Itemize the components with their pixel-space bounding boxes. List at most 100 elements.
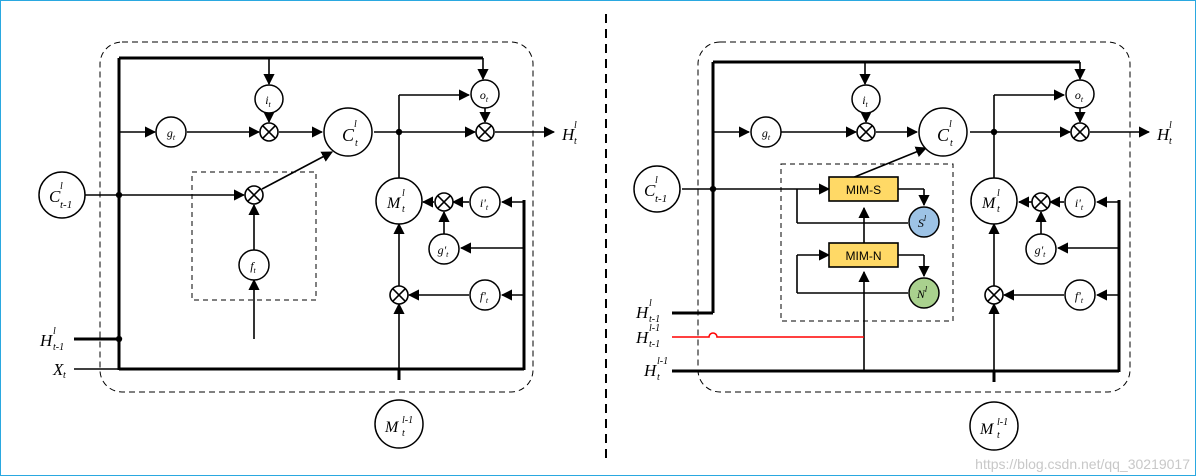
svg-text:l-1: l-1	[657, 356, 668, 367]
svg-text:t-1: t-1	[649, 339, 660, 350]
right-mim-region	[780, 163, 954, 322]
right-hidden-lower-label: H l-1 t	[643, 356, 668, 383]
svg-text:t-1: t-1	[649, 314, 660, 325]
svg-text:t: t	[355, 138, 358, 149]
left-f2-gate-node	[469, 279, 501, 311]
left-o-gate-label: ot	[480, 88, 489, 104]
svg-text:l: l	[649, 298, 652, 309]
left-g-gate-label: gt	[167, 126, 176, 142]
svg-text:l: l	[997, 188, 1000, 199]
svg-text:l: l	[949, 119, 952, 130]
right-memory-prev-node	[969, 401, 1019, 451]
state-s-label: Sl	[918, 214, 927, 230]
left-i-gate-label: it	[265, 93, 271, 109]
right-g2-gate-label: g't	[1035, 243, 1047, 259]
svg-text:l-1: l-1	[402, 415, 413, 426]
left-g-gate-node	[155, 116, 187, 148]
left-f2-gate-label: f't	[480, 289, 489, 305]
svg-text:C: C	[49, 187, 61, 206]
right-memory-label: M l t	[981, 188, 1000, 215]
svg-text:t: t	[1169, 136, 1172, 147]
svg-text:l: l	[354, 119, 357, 130]
right-hidden-prev-lower-label: H l-1 t-1	[635, 323, 660, 350]
right-i-gate-node	[851, 84, 881, 114]
svg-text:C: C	[342, 125, 355, 145]
right-g-gate-label: gt	[762, 126, 771, 142]
svg-text:t: t	[997, 430, 1000, 441]
left-cell-node	[323, 107, 373, 157]
svg-text:l: l	[60, 181, 63, 192]
left-cell-prev-node	[38, 171, 86, 219]
svg-text:l: l	[1169, 120, 1172, 131]
left-x-input-label: X t	[52, 360, 66, 381]
svg-text:l-1: l-1	[997, 417, 1008, 428]
left-memory-prev-node	[374, 399, 424, 449]
right-memory-node	[970, 177, 1018, 225]
left-output-label: H l t	[561, 120, 577, 147]
right-i-gate-label: it	[862, 93, 868, 109]
right-o-gate-label: ot	[1075, 88, 1084, 104]
right-f2-gate-label: f't	[1075, 289, 1084, 305]
left-cell-label: C l t	[342, 119, 358, 149]
svg-text:t-1: t-1	[53, 342, 64, 353]
left-g2-gate-label: g't	[438, 243, 450, 259]
svg-text:l: l	[574, 120, 577, 131]
right-multiply-ops	[856, 122, 1090, 305]
right-f2-gate-node	[1064, 279, 1096, 311]
svg-text:C: C	[937, 125, 950, 145]
left-o-gate-node	[470, 79, 500, 109]
mim-n-label: MIM-N	[846, 249, 882, 263]
right-cell-prev-node	[633, 165, 681, 213]
right-hidden-prev-lower-line	[672, 332, 864, 338]
svg-text:l: l	[53, 326, 56, 337]
right-g-gate-node	[750, 116, 782, 148]
right-cell-node	[918, 107, 968, 157]
svg-text:H: H	[643, 361, 658, 380]
svg-text:H: H	[561, 125, 576, 144]
left-f-gate-label: ft	[250, 259, 256, 275]
mim-s-label: MIM-S	[846, 183, 881, 197]
mim-n-block	[828, 242, 899, 268]
left-cell-prev-label: C l t-1	[49, 181, 72, 211]
right-hidden-prev-label: H l t-1	[635, 298, 660, 325]
svg-text:H: H	[39, 331, 54, 350]
right-o-gate-node	[1065, 79, 1095, 109]
svg-text:H: H	[1156, 125, 1171, 144]
right-i2-gate-label: i't	[1075, 196, 1084, 212]
left-panel: gt it ft ot i't g't f't C l t M l t M l-…	[38, 41, 577, 449]
right-cell-label: C l t	[937, 119, 953, 149]
watermark: https://blog.csdn.net/qq_30219017	[975, 456, 1190, 472]
state-s-node	[908, 206, 940, 238]
svg-text:l-1: l-1	[649, 323, 660, 334]
right-panel: MIM-S MIM-N Sl Nl gt it	[633, 41, 1172, 451]
left-cell-boundary	[99, 41, 534, 393]
state-n-node	[908, 277, 940, 309]
svg-text:t: t	[657, 372, 660, 383]
svg-text:t-1: t-1	[60, 199, 72, 211]
svg-text:t: t	[950, 138, 953, 149]
svg-text:M: M	[384, 419, 400, 436]
left-i2-gate-label: i't	[480, 196, 489, 212]
left-memory-prev-label: M l-1 t	[384, 415, 413, 439]
svg-text:l: l	[655, 175, 658, 186]
svg-text:t: t	[402, 428, 405, 439]
right-cell-prev-label: C l t-1	[644, 175, 667, 205]
left-f-gate-node	[238, 249, 270, 281]
svg-text:M: M	[979, 421, 995, 438]
svg-text:H: H	[635, 328, 650, 347]
left-i2-gate-node	[469, 186, 501, 218]
left-g2-gate-node	[428, 233, 460, 265]
svg-text:t: t	[63, 370, 66, 381]
left-i-gate-node	[254, 84, 284, 114]
left-hidden-prev-label: H l t-1	[39, 326, 64, 353]
state-n-label: Nl	[916, 285, 928, 301]
right-i2-gate-node	[1064, 186, 1096, 218]
svg-text:t-1: t-1	[655, 193, 667, 205]
right-output-label: H l t	[1156, 120, 1172, 147]
svg-text:C: C	[644, 181, 656, 200]
svg-text:M: M	[981, 195, 997, 212]
svg-text:t: t	[997, 204, 1000, 215]
right-memory-prev-label: M l-1 t	[979, 417, 1008, 441]
svg-text:l: l	[402, 188, 405, 199]
